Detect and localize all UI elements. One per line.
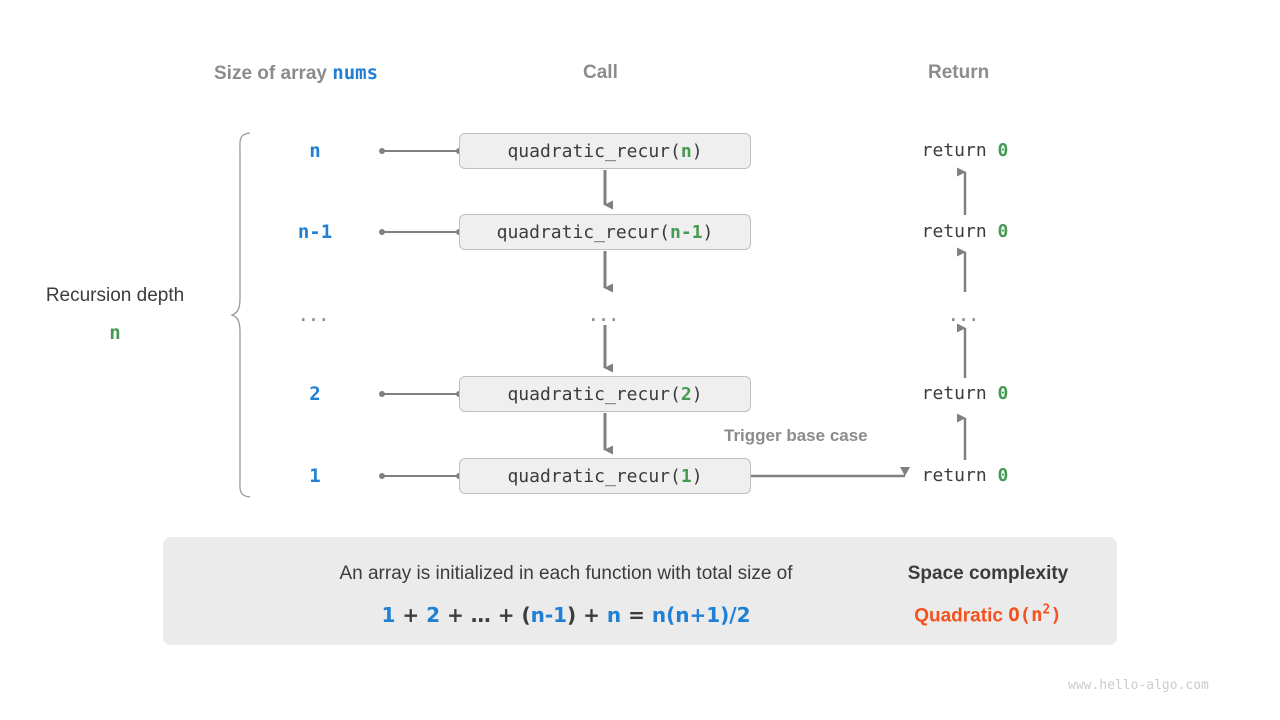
summary-formula: 1 + 2 + … + (n-1) + n = n(n+1)/2 xyxy=(190,603,942,627)
formula-equals: = xyxy=(628,603,645,627)
big-o-exponent: 2 xyxy=(1042,603,1051,618)
formula-paren-open: ( xyxy=(521,603,531,627)
call-box-row-1-paren-open: ( xyxy=(670,141,681,162)
call-box-row-5[interactable]: quadratic_recur(1) xyxy=(459,458,751,494)
formula-paren-close: ) xyxy=(567,603,577,627)
call-box-row-2-paren-close: ) xyxy=(702,222,714,243)
size-value-row-3-ellipsis: ... xyxy=(299,297,331,327)
return-keyword-row-4: return xyxy=(921,383,987,404)
return-value-row-4: 0 xyxy=(997,383,1009,404)
formula-term-2: 2 xyxy=(426,603,441,627)
size-connector-row-1 xyxy=(379,148,462,154)
space-complexity-title: Space complexity xyxy=(907,563,1069,584)
header-return: Return xyxy=(928,62,990,83)
call-box-row-2-name: quadratic_recur xyxy=(496,222,660,243)
space-complexity-kind: Quadratic xyxy=(914,605,1003,627)
header-size-prefix: Size of array xyxy=(214,63,333,84)
call-box-row-4-paren-open: ( xyxy=(670,384,681,405)
call-box-row-4-name: quadratic_recur xyxy=(507,384,671,405)
call-box-row-1-paren-close: ) xyxy=(691,141,703,162)
return-value-row-1: 0 xyxy=(997,140,1009,161)
formula-op-2: + xyxy=(447,603,464,627)
size-value-row-4: 2 xyxy=(309,383,321,405)
return-keyword-row-2: return xyxy=(921,221,987,242)
summary-box: An array is initialized in each function… xyxy=(163,537,1117,645)
formula-op-4: + xyxy=(583,603,600,627)
size-connector-row-4 xyxy=(379,391,462,397)
call-box-row-2[interactable]: quadratic_recur(n-1) xyxy=(459,214,751,250)
header-size-of-array: Size of array nums xyxy=(214,62,378,85)
call-box-row-5-name: quadratic_recur xyxy=(507,466,671,487)
size-value-row-5: 1 xyxy=(309,465,321,487)
return-label-row-1: return 0 xyxy=(880,140,1050,161)
call-box-row-2-arg: n-1 xyxy=(670,222,703,243)
size-value-row-2: n-1 xyxy=(297,221,333,243)
call-box-row-4-arg: 2 xyxy=(680,384,692,405)
recursion-depth-title: Recursion depth xyxy=(45,285,185,306)
call-box-row-5-paren-open: ( xyxy=(670,466,681,487)
call-box-row-4[interactable]: quadratic_recur(2) xyxy=(459,376,751,412)
header-size-code: nums xyxy=(332,62,379,84)
call-box-row-2-paren-open: ( xyxy=(659,222,671,243)
trigger-base-case-note: Trigger base case xyxy=(724,426,868,445)
formula-op-1: + xyxy=(402,603,420,627)
size-connector-row-2 xyxy=(379,229,462,235)
return-value-row-2: 0 xyxy=(997,221,1009,242)
call-box-row-5-arg: 1 xyxy=(680,466,692,487)
formula-term-1: 1 xyxy=(381,603,396,627)
call-box-row-5-paren-close: ) xyxy=(691,466,703,487)
space-complexity-big-o: O(n2) xyxy=(1008,603,1062,627)
big-o-post: ) xyxy=(1050,604,1062,627)
return-keyword-row-5: return xyxy=(921,465,987,486)
formula-term-4: n-1 xyxy=(530,603,568,627)
return-keyword-row-1: return xyxy=(921,140,987,161)
call-box-row-1[interactable]: quadratic_recur(n) xyxy=(459,133,751,169)
formula-op-3: + xyxy=(497,603,515,627)
call-box-row-4-paren-close: ) xyxy=(691,384,703,405)
return-label-row-2: return 0 xyxy=(880,221,1050,242)
return-label-row-5: return 0 xyxy=(880,465,1050,486)
call-row-3-ellipsis: ... xyxy=(589,297,621,327)
call-box-row-1-name: quadratic_recur xyxy=(507,141,671,162)
header-call: Call xyxy=(583,62,618,83)
formula-term-5: n xyxy=(606,603,622,627)
summary-text: An array is initialized in each function… xyxy=(339,563,793,584)
formula-ellipsis: … xyxy=(470,603,491,627)
formula-term-6: n(n+1)/2 xyxy=(651,603,751,627)
recursion-depth-value: n xyxy=(109,322,121,344)
big-o-pre: O(n xyxy=(1008,604,1043,627)
recursion-depth-brace xyxy=(230,132,251,498)
size-connector-row-5 xyxy=(379,473,462,479)
return-row-3-ellipsis: ... xyxy=(949,297,981,327)
watermark: www.hello-algo.com xyxy=(1068,678,1209,693)
call-box-row-1-arg: n xyxy=(680,141,692,162)
return-value-row-5: 0 xyxy=(997,465,1009,486)
return-label-row-4: return 0 xyxy=(880,383,1050,404)
space-complexity-value: Quadratic O(n2) xyxy=(873,603,1103,627)
size-value-row-1: n xyxy=(309,140,321,162)
